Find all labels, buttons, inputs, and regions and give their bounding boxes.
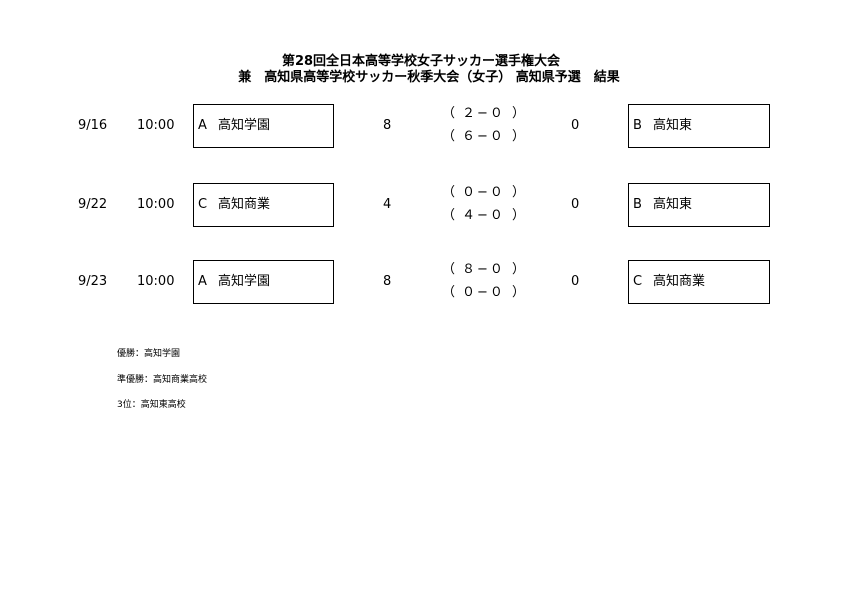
match-date: 9/23 [78,274,108,289]
match-time: 10:00 [137,118,175,133]
second-half-value: ４−０ [462,208,505,223]
paren-open: （ [442,208,456,223]
paren-close: ） [512,106,526,121]
paren-open: （ [442,262,456,277]
result-champion: 優勝：高知学園 [117,349,181,359]
match-time: 10:00 [137,274,175,289]
paren-close: ） [512,285,526,300]
away-team-name: 高知商業 [653,274,706,289]
away-team-seed: C [633,274,643,289]
paren-open: （ [442,106,456,121]
home-team-name: 高知学園 [218,118,271,133]
away-team-seed: B [633,197,642,212]
home-team-name: 高知学園 [218,274,271,289]
paren-open: （ [442,285,456,300]
away-team-box: B 高知東 [628,104,770,148]
home-team-box: A 高知学園 [193,260,334,304]
away-score: 0 [571,274,580,289]
home-team-seed: C [198,197,208,212]
away-team-name: 高知東 [653,118,693,133]
home-team-name: 高知商業 [218,197,271,212]
home-score: 8 [383,118,392,133]
first-half-value: ２−０ [462,106,505,121]
second-half-value: ６−０ [462,129,505,144]
match-time: 10:00 [137,197,175,212]
home-team-box: A 高知学園 [193,104,334,148]
paren-close: ） [512,129,526,144]
away-team-box: B 高知東 [628,183,770,227]
away-team-box: C 高知商業 [628,260,770,304]
paren-open: （ [442,185,456,200]
away-team-seed: B [633,118,642,133]
page-title: 第28回全日本高等学校女子サッカー選手権大会 [281,54,561,69]
page-subtitle: 兼 高知県高等学校サッカー秋季大会（女子） 高知県予選 結果 [238,70,620,85]
match-row: 9/22 10:00 C 高知商業 4 （ ０−０ ） （ ４−０ ） 0 B … [0,183,842,229]
home-team-seed: A [198,118,207,133]
first-half-value: ８−０ [462,262,505,277]
home-score: 8 [383,274,392,289]
away-score: 0 [571,197,580,212]
paren-close: ） [512,185,526,200]
match-row: 9/23 10:00 A 高知学園 8 （ ８−０ ） （ ０−０ ） 0 C … [0,260,842,306]
result-third-place: 3位：高知東高校 [117,400,186,410]
paren-close: ） [512,262,526,277]
home-team-seed: A [198,274,207,289]
match-date: 9/16 [78,118,108,133]
home-score: 4 [383,197,392,212]
home-team-box: C 高知商業 [193,183,334,227]
paren-open: （ [442,129,456,144]
match-date: 9/22 [78,197,108,212]
second-half-value: ０−０ [462,285,505,300]
away-team-name: 高知東 [653,197,693,212]
result-runner-up: 準優勝：高知商業高校 [117,375,208,385]
first-half-value: ０−０ [462,185,505,200]
match-row: 9/16 10:00 A 高知学園 8 （ ２−０ ） （ ６−０ ） 0 B … [0,104,842,150]
paren-close: ） [512,208,526,223]
away-score: 0 [571,118,580,133]
